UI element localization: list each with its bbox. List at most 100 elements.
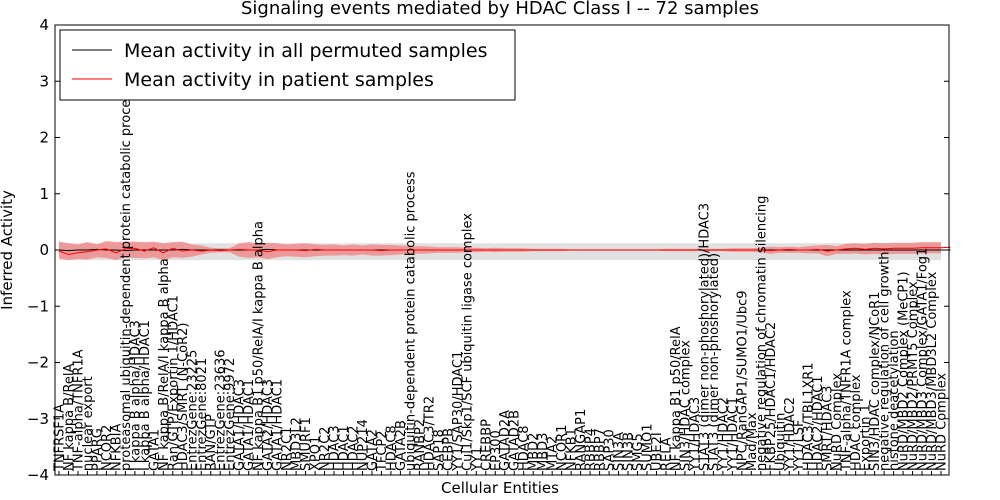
plot-frame: [54, 24, 950, 476]
entity-label: YY1/SAP30/HDAC1: [451, 351, 466, 472]
entity-label: NF kappa B1 p50/RelA: [669, 326, 684, 471]
entity-label: HDAC3/TBL1XR1: [802, 362, 817, 471]
entity-label: PPARG: [90, 428, 105, 471]
entity-label: nuclear export: [81, 376, 96, 471]
y-tick-label: −2: [27, 354, 49, 372]
entity-label: proteasomal ubiquitin-dependent protein …: [119, 86, 134, 471]
entity-label: RANGAP1: [574, 409, 589, 471]
entity-label: GATA1/HDAC1: [271, 379, 286, 471]
entity-label: HDAC2: [347, 425, 362, 471]
entity-label: RBBP4: [584, 428, 599, 471]
entity-label: Mad/Max: [745, 412, 760, 471]
entity-label: HDAC8: [517, 425, 532, 471]
entity-label: GATA1: [147, 429, 162, 471]
patient-mean-line: [58, 246, 951, 256]
y-tick-label: 4: [39, 16, 49, 34]
entity-label: CREBBP: [479, 419, 494, 471]
entity-label: HDAC3: [328, 425, 343, 471]
entity-label: SMG5: [631, 433, 646, 471]
entity-label: UBE2I: [650, 432, 665, 471]
entity-label: GATAD2B: [508, 410, 523, 471]
entity-label: GATAD2A: [498, 410, 513, 471]
entity-label: NuRD/MBD2 Complex (MeCP1): [897, 271, 912, 471]
entity-label: I kappa B alpha/HDAC1: [138, 320, 153, 471]
entity-label: YY1/HDAC2: [783, 397, 798, 472]
entity-label: TNF-alpha/TNFR1A complex: [840, 290, 855, 472]
entity-label: NPC/RanGAP1/SUMO1/Ubc9: [735, 290, 750, 470]
entity-label: NF kappa B/RelA: [62, 363, 77, 471]
entity-label: SAP30: [603, 429, 618, 471]
entity-label: SIN3/HDAC complex: [678, 340, 693, 471]
entity-label: NFKB1: [565, 428, 580, 471]
x-axis-label: Cellular Entities: [441, 479, 559, 497]
entity-label: NuRD Complex: [935, 373, 950, 471]
entity-label: I kappa B alpha/HDAC3: [128, 320, 143, 471]
entity-label: STAT3 (dimer non-phoshorylated): [707, 253, 722, 471]
y-tick-label: −3: [27, 410, 49, 428]
entity-label: negative regulation of cell growth: [878, 251, 893, 471]
entity-label: YY1/LSF: [792, 419, 807, 472]
entity-label: HDAC3/SMRT (N-CoR2): [176, 323, 191, 471]
entity-label: MBD3L2: [290, 417, 305, 471]
y-tick-label: 1: [39, 185, 49, 203]
entity-label: MTA2: [546, 436, 561, 471]
entity-label: SIN3/HDAC complex/NCoR1: [868, 292, 883, 471]
entity-label: YY1/HDAC1: [726, 397, 741, 472]
entity-label: NR2C1: [280, 427, 295, 471]
entity-label: HDAC3/TR2: [422, 396, 437, 471]
entity-label: STAT3 (dimer non-phoshorylated)/HDAC3: [697, 203, 712, 471]
patient-band: [59, 241, 941, 261]
y-tick-label: −1: [27, 297, 49, 315]
y-tick-label: −4: [27, 466, 49, 484]
legend-label-patient: Mean activity in patient samples: [124, 69, 434, 91]
entity-label: RBBP7: [593, 428, 608, 471]
entity-label: SIN3B: [622, 432, 637, 471]
entity-label: MBD2: [527, 433, 542, 471]
entity-label: NuRD/MBD3 Complex/GATA1/Fog1: [916, 248, 931, 471]
entity-label: MBD3: [536, 433, 551, 471]
patient-band-layer: [59, 241, 941, 261]
entity-label: TNF-alpha/TNFR1A: [72, 349, 87, 472]
entity-label: NF kappa B1 p50/RelA/I kappa B alpha: [252, 221, 267, 471]
entity-label: XPO1: [309, 436, 324, 471]
y-tick-label: 3: [39, 72, 49, 90]
entity-label: HDAC1: [337, 425, 352, 471]
entity-label: Exportin 1: [859, 404, 874, 471]
entity-label: SMURF1: [299, 417, 314, 471]
y-tick-label: 0: [39, 241, 49, 259]
entity-label: Cul1/Skp1/SCF ubiquitin ligase complex: [460, 213, 475, 471]
entity-label: NR2C2: [318, 427, 333, 471]
chart-title: Signaling events mediated by HDAC Class …: [241, 0, 759, 19]
entity-label: RAN/GTP: [204, 414, 219, 471]
entity-label: Ran/GTP/Exportin 1/HDAC1: [166, 295, 181, 471]
entity-label: GATA2B: [394, 420, 409, 471]
entity-label: NFKBIA: [109, 424, 124, 471]
entity-label: NUP214: [356, 419, 371, 471]
entity-label: EntrezGene:23636: [214, 349, 229, 470]
entity-label: FKBP25/HDAC1/HDAC2: [764, 322, 779, 471]
entity-label: TNFRSF1A: [53, 404, 68, 472]
entity-label: SUMO1: [641, 424, 656, 472]
entity-label: NCOR2: [100, 425, 115, 471]
entity-label: YY1: [470, 447, 485, 472]
entity-label: NuRD/MBD2/PRMT5 Complex: [906, 281, 921, 471]
entity-label: NuRD/MBD3/MBD3L2 Complex: [925, 271, 940, 471]
entity-label: SMRT/HDAC3: [821, 386, 836, 471]
legend-label-permuted: Mean activity in all permuted samples: [124, 40, 487, 62]
entity-label: EntrezGene:9972: [223, 358, 238, 471]
entity-label: RELA: [660, 437, 675, 471]
entity-label: histone deacetylation: [887, 330, 902, 471]
entity-label: HDAC2/HDAC1: [811, 375, 826, 471]
entity-label: EntrezGene:8021: [195, 358, 210, 471]
entity-label: HDAC complex: [849, 374, 864, 471]
entity-label: GATA2/HDAC3: [261, 379, 276, 471]
entity-label: SIN3A: [612, 432, 627, 471]
legend: Mean activity in all permuted samples Me…: [59, 29, 516, 101]
entity-label: Ubiquitin: [773, 413, 788, 471]
entity-label: GATA1/HDAC1: [242, 379, 257, 471]
entity-label: CEBPB: [441, 428, 456, 471]
entity-label: EP300: [489, 430, 504, 471]
entity-label: NuRD Complex: [830, 373, 845, 471]
